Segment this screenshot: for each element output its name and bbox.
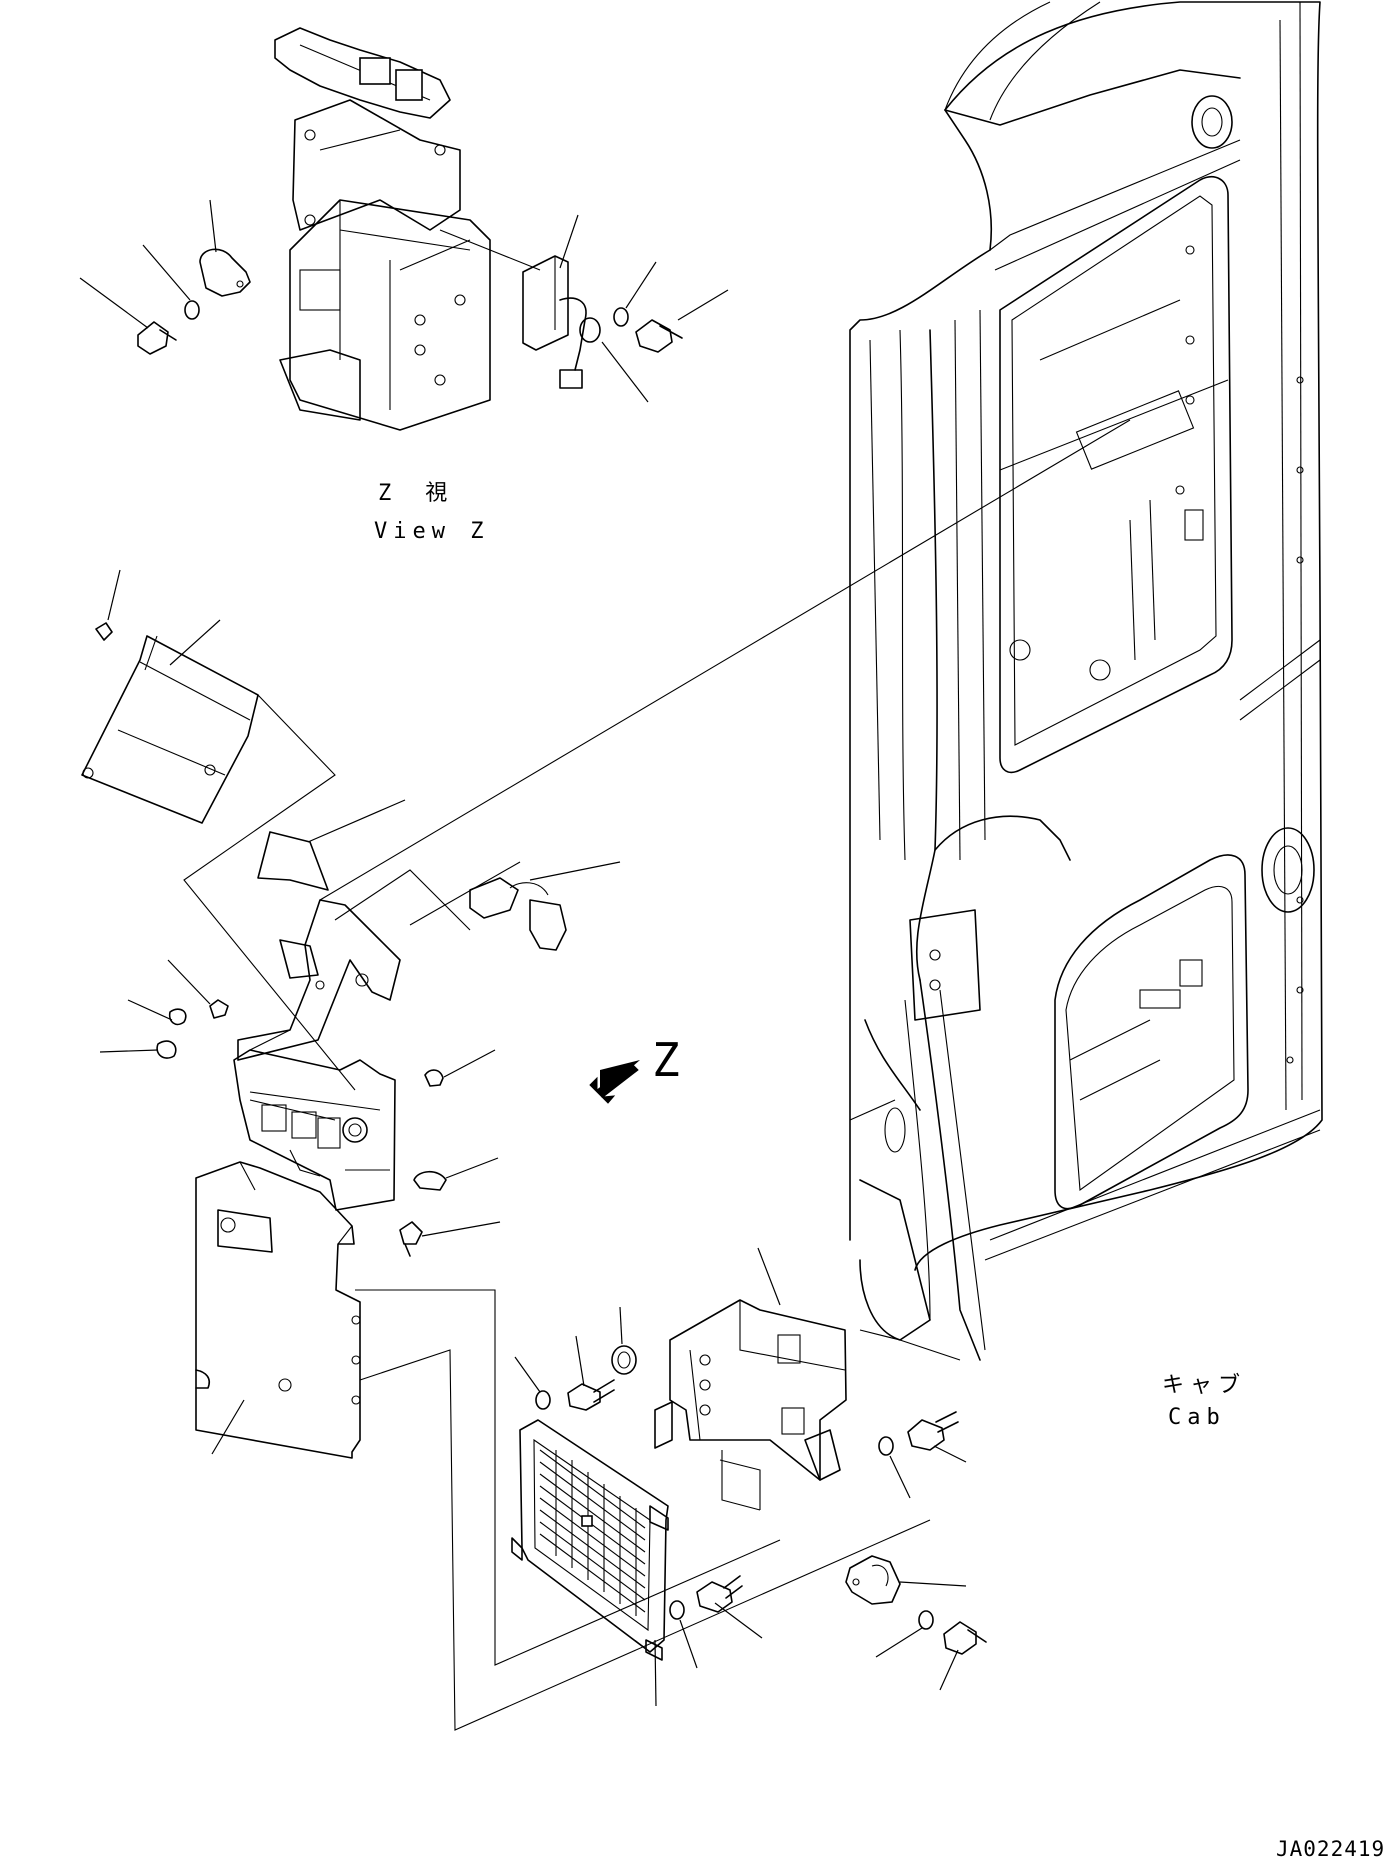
cab-caption: キャブ Cab bbox=[1162, 1373, 1246, 1430]
view-z-arrow-label: Z bbox=[652, 1033, 680, 1087]
view-direction-arrow: Z bbox=[589, 1033, 680, 1104]
view-z-caption: Z 視 View Z bbox=[374, 481, 489, 544]
view-z-title-jp: Z 視 bbox=[378, 481, 453, 506]
cab-title-en: Cab bbox=[1168, 1405, 1226, 1430]
view-z-title-en: View Z bbox=[374, 519, 489, 544]
cover-and-bracket-assembly bbox=[81, 569, 931, 1731]
fan-and-bracket-assembly bbox=[511, 1247, 987, 1707]
cab-title-jp: キャブ bbox=[1162, 1373, 1246, 1398]
view-z-assembly bbox=[79, 27, 729, 431]
fan-grille bbox=[539, 1449, 646, 1616]
drawing-code: JA022419 bbox=[1276, 1837, 1385, 1861]
cab-body bbox=[319, 1, 1323, 1361]
